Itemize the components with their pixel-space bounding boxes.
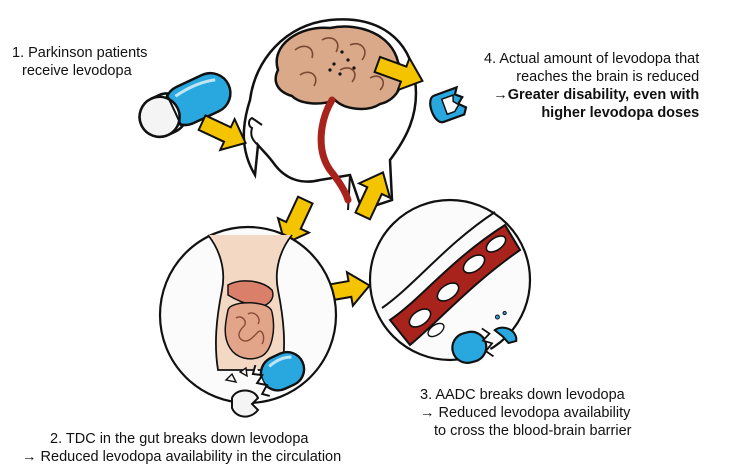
step1-line2: receive levodopa: [22, 63, 132, 79]
broken-capsule-icon: [429, 85, 468, 124]
step4-caption: 4. Actual amount of levodopa that reache…: [484, 50, 699, 122]
carotid-artery: [317, 96, 352, 204]
step3-caption: 3. AADC breaks down levodopa → Reduced l…: [420, 386, 631, 440]
step1-line1: 1. Parkinson patients: [12, 45, 148, 61]
step4-line1: 4. Actual amount of levodopa that: [484, 51, 700, 67]
gut-icon: [158, 225, 338, 405]
arrow-to-gut: [276, 195, 314, 245]
brain-icon: [274, 25, 404, 111]
arrow-to-mouth: [197, 114, 247, 152]
step1-caption: 1. Parkinson patients receive levodopa: [12, 44, 147, 80]
step4-line3: →Greater disability, even with: [493, 87, 700, 103]
step2-line1: 2. TDC in the gut breaks down levodopa: [50, 431, 309, 447]
step4-line4: higher levodopa doses: [541, 105, 700, 121]
capsule-fragment: [224, 366, 260, 418]
step4-line2: reaches the brain is reduced: [516, 69, 700, 85]
step3-line1: 3. AADC breaks down levodopa: [420, 387, 625, 403]
blood-vessel-icon: [368, 198, 532, 362]
broken-capsule-icon: [451, 310, 518, 364]
broken-capsule-icon: [251, 350, 306, 397]
step3-line3: to cross the blood-brain barrier: [434, 423, 632, 439]
arrow-to-head: [354, 171, 392, 221]
arrow-to-broken-pill: [373, 55, 424, 92]
step2-caption: 2. TDC in the gut breaks down levodopa →…: [22, 430, 341, 466]
step2-line2: → Reduced levodopa availability in the c…: [22, 449, 342, 465]
step3-line2: → Reduced levodopa availability: [420, 405, 631, 421]
pill-capsule-icon: [138, 71, 232, 139]
